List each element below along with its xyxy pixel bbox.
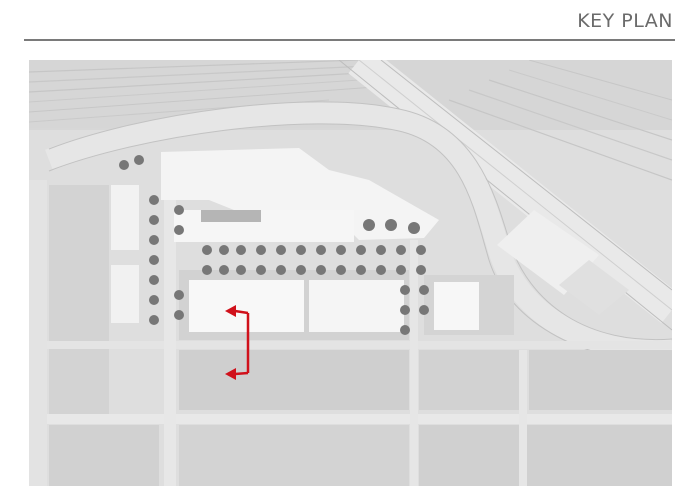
buildings bbox=[111, 148, 479, 332]
aerial-map[interactable] bbox=[29, 60, 672, 486]
curved-ramp bbox=[45, 101, 672, 362]
trees bbox=[119, 155, 429, 335]
streets bbox=[29, 180, 672, 486]
key-plan-title: KEY PLAN bbox=[577, 10, 673, 32]
warehouse-annex bbox=[559, 260, 629, 315]
title-divider bbox=[24, 39, 675, 41]
red-arrow-marker bbox=[225, 305, 250, 380]
